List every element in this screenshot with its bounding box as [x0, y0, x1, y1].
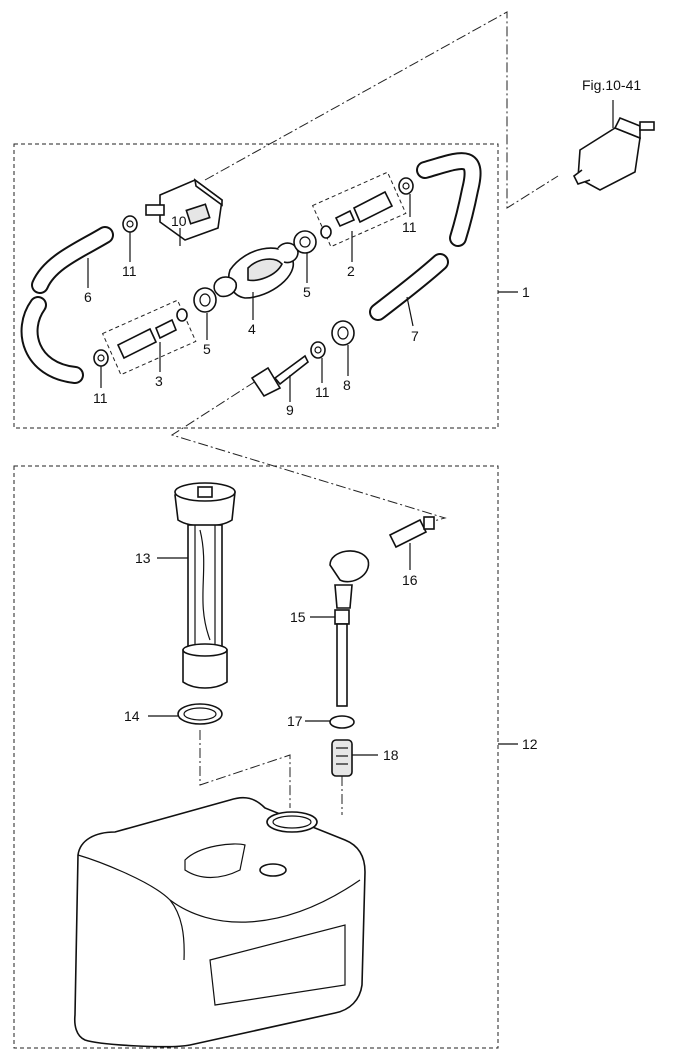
part-label-15: 15 — [290, 609, 306, 625]
part-label-4: 4 — [248, 321, 256, 337]
part-label-11a: 11 — [122, 263, 137, 279]
assembly-box-1 — [13, 143, 499, 429]
part-label-10: 10 — [171, 213, 187, 229]
part-label-11d: 11 — [315, 384, 330, 400]
part-7-hose — [369, 152, 482, 321]
part-label-11b: 11 — [93, 390, 108, 406]
part-13-fuel-gauge — [174, 482, 236, 689]
assembly-label-1: 1 — [522, 284, 530, 300]
fuel-tank — [73, 796, 366, 1048]
part-14-o-ring — [177, 703, 223, 725]
part-label-5b: 5 — [203, 341, 211, 357]
part-9-connector — [250, 354, 310, 398]
figure-reference: Fig.10-41 — [582, 77, 641, 93]
part-label-14: 14 — [124, 708, 140, 724]
part-3-valve-kit — [101, 299, 197, 376]
part-label-18: 18 — [383, 747, 399, 763]
part-17-o-ring — [329, 715, 355, 729]
connection-lines — [170, 11, 559, 815]
part-16-adapter — [388, 516, 435, 549]
part-4-primer-bulb — [213, 242, 299, 299]
part-2-valve-kit — [311, 171, 407, 248]
part-18-filter — [331, 739, 353, 777]
part-label-5a: 5 — [303, 284, 311, 300]
part-label-17: 17 — [287, 713, 303, 729]
engine-connector-illustration — [572, 100, 655, 191]
part-6-hose — [20, 226, 114, 384]
assembly-box-12 — [13, 465, 499, 1049]
part-15-pickup-tube — [329, 550, 370, 707]
part-label-8: 8 — [343, 377, 351, 393]
part-label-2: 2 — [347, 263, 355, 279]
part-label-16: 16 — [402, 572, 418, 588]
part-label-11c: 11 — [402, 219, 417, 235]
part-label-9: 9 — [286, 402, 294, 418]
part-10-fitting — [145, 178, 223, 241]
assembly-label-12: 12 — [522, 736, 538, 752]
leader-lines — [87, 194, 518, 756]
collars — [93, 177, 414, 367]
part-label-3: 3 — [155, 373, 163, 389]
part-label-7: 7 — [411, 328, 419, 344]
part-label-13: 13 — [135, 550, 151, 566]
part-label-6: 6 — [84, 289, 92, 305]
